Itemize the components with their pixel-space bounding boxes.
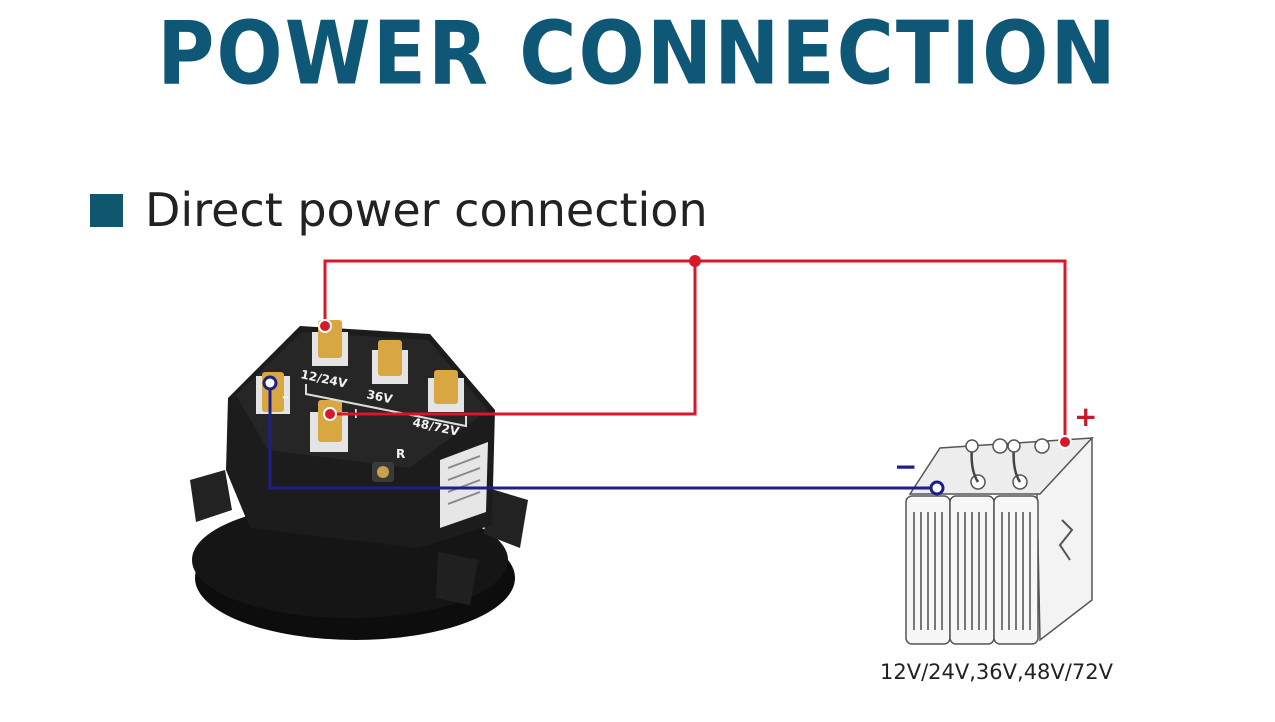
battery-pack: + − [894, 400, 1097, 645]
bullet-square [90, 193, 123, 227]
subtitle-row: Direct power connection [90, 180, 708, 240]
terminal-bracket [305, 384, 467, 428]
mounting-clip-right [484, 488, 528, 548]
wire-node-positive [323, 407, 337, 421]
page-title: POWER CONNECTION [157, 4, 1118, 105]
label-36v: 36V [365, 387, 394, 406]
reset-screw [377, 466, 389, 478]
battery-minus-sign: − [894, 450, 917, 483]
mounting-clip-left [190, 470, 232, 522]
battery-post [1034, 438, 1050, 454]
wire-node-battery-positive [1058, 435, 1072, 449]
battery-post [992, 438, 1008, 454]
wire-node-negative [262, 375, 278, 391]
battery-plus-sign: + [1074, 400, 1097, 433]
wire-node-battery-negative [929, 480, 945, 496]
negative-wire [268, 383, 937, 490]
mounting-clip-front [436, 552, 478, 605]
label-reset: R [396, 447, 405, 461]
battery-lightning-mark [1058, 519, 1074, 561]
wire-node-12-24v [318, 319, 332, 333]
terminal-48-72v [434, 370, 458, 404]
battery-voltage-caption: 12V/24V,36V,48V/72V [880, 660, 1113, 684]
battery-meter: 12/24V 36V 48/72V R + - [190, 320, 528, 640]
terminal-36v [378, 340, 402, 376]
label-minus: - [282, 387, 289, 406]
subtitle-text: Direct power connection [145, 183, 708, 237]
meter-top-face [236, 332, 488, 468]
wire-junction-dot [689, 255, 701, 267]
